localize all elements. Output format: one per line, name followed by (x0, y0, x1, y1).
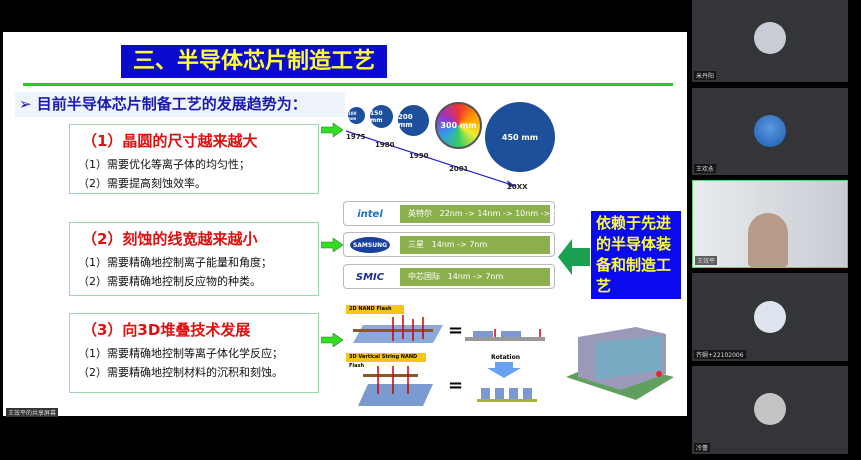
wafer-100mm: 100 mm (348, 107, 365, 124)
year-label: 1980 (375, 141, 395, 149)
section-point: （2）需要提高刻蚀效率。 (78, 177, 206, 190)
big-green-arrow-icon (558, 239, 590, 275)
year-label: 2001 (449, 165, 469, 173)
participant-name: 王欢永 (694, 164, 717, 173)
year-label: 1990 (409, 152, 429, 160)
participant-name: 冷蕾 (694, 443, 711, 452)
slide-title: 三、半导体芯片制造工艺 (121, 45, 387, 78)
year-label: 1975 (346, 133, 366, 141)
wafer-150mm: 150 mm (370, 105, 393, 128)
wafer-300mm: 300 mm (435, 102, 482, 149)
3d-chip-illustration (566, 327, 674, 400)
section-heading: （2）刻蚀的线宽越来越小 (82, 230, 258, 248)
section-heading: （1）晶圆的尺寸越来越大 (82, 132, 258, 150)
avatar (754, 22, 786, 54)
green-arrow-icon (321, 333, 343, 347)
section-wafer-size: （1）晶圆的尺寸越来越大 （1）需要优化等离子体的均匀性； （2）需要提高刻蚀效… (69, 124, 319, 194)
section-point: （2）需要精确地控制材料的沉积和刻蚀。 (78, 366, 283, 379)
company-row-smic: SMIC 中芯国际 14nm -> 7nm (343, 264, 555, 289)
year-label: 20XX (507, 183, 528, 191)
participant-tile-active-speaker[interactable]: 王效平 (692, 180, 848, 268)
participant-tile[interactable]: 冷蕾 (692, 366, 848, 454)
participant-tile[interactable]: 王欢永 (692, 88, 848, 175)
down-arrow-icon (487, 362, 521, 378)
company-row-intel: intel 英特尔 22nm -> 14nm -> 10nm -> 7nm (343, 201, 571, 226)
2d-nand-diagram (353, 315, 443, 343)
node-roadmap: 三星 14nm -> 7nm (400, 236, 550, 254)
equals-sign: = (448, 375, 464, 396)
section-heading: （3）向3D堆叠技术发展 (82, 321, 251, 339)
divider (23, 83, 673, 86)
dependency-note: 依赖于先进的半导体装备和制造工艺 (591, 211, 681, 299)
avatar (754, 115, 786, 147)
participant-name: 齐娴+22102006 (694, 350, 746, 359)
green-arrow-icon (321, 123, 343, 137)
participant-tile[interactable]: 米丹阳 (692, 0, 848, 82)
cell-strip (465, 329, 545, 341)
section-point: （1）需要优化等离子体的均匀性； (78, 158, 250, 171)
section-linewidth: （2）刻蚀的线宽越来越小 （1）需要精确地控制离子能量和角度； （2）需要精确地… (69, 222, 319, 296)
participant-name: 米丹阳 (694, 71, 717, 80)
section-point: （1）需要精确地控制离子能量和角度； (78, 256, 272, 269)
slide-subtitle: ➢ 目前半导体芯片制备工艺的发展趋势为： (15, 92, 345, 117)
node-roadmap: 英特尔 22nm -> 14nm -> 10nm -> 7nm (400, 205, 571, 223)
3d-nand-diagram (358, 366, 433, 406)
rotation-label: Rotation (491, 354, 520, 361)
section-point: （1）需要精确地控制等离子体化学反应； (78, 347, 283, 360)
wafer-450mm: 450 mm (485, 102, 555, 172)
green-arrow-icon (321, 238, 343, 252)
rotated-cells (477, 388, 537, 402)
label-3d-nand: 3D Vertical String NAND Flash (346, 353, 426, 369)
label-2d-nand: 2D NAND Flash (346, 305, 404, 314)
video-feed (748, 213, 788, 267)
default-avatar-icon (754, 393, 786, 425)
company-row-samsung: SAMSUNG 三星 14nm -> 7nm (343, 232, 555, 257)
screen-share-label: 王效平的共享屏幕 (6, 408, 59, 417)
equals-sign: = (448, 320, 464, 341)
samsung-logo: SAMSUNG (350, 237, 390, 253)
participant-name: 王效平 (695, 256, 718, 265)
section-point: （2）需要精确地控制反应物的种类。 (78, 275, 261, 288)
avatar (754, 301, 786, 333)
trend-arrow (345, 130, 516, 187)
wafer-200mm: 200 mm (398, 105, 429, 136)
node-roadmap: 中芯国际 14nm -> 7nm (400, 268, 550, 286)
section-3d-stacking: （3）向3D堆叠技术发展 （1）需要精确地控制等离子体化学反应； （2）需要精确… (69, 313, 319, 393)
intel-logo: intel (357, 208, 383, 220)
shared-slide: 三、半导体芯片制造工艺 ➢ 目前半导体芯片制备工艺的发展趋势为： （1）晶圆的尺… (3, 32, 687, 417)
participant-tile[interactable]: 齐娴+22102006 (692, 273, 848, 361)
smic-logo: SMIC (355, 271, 385, 283)
